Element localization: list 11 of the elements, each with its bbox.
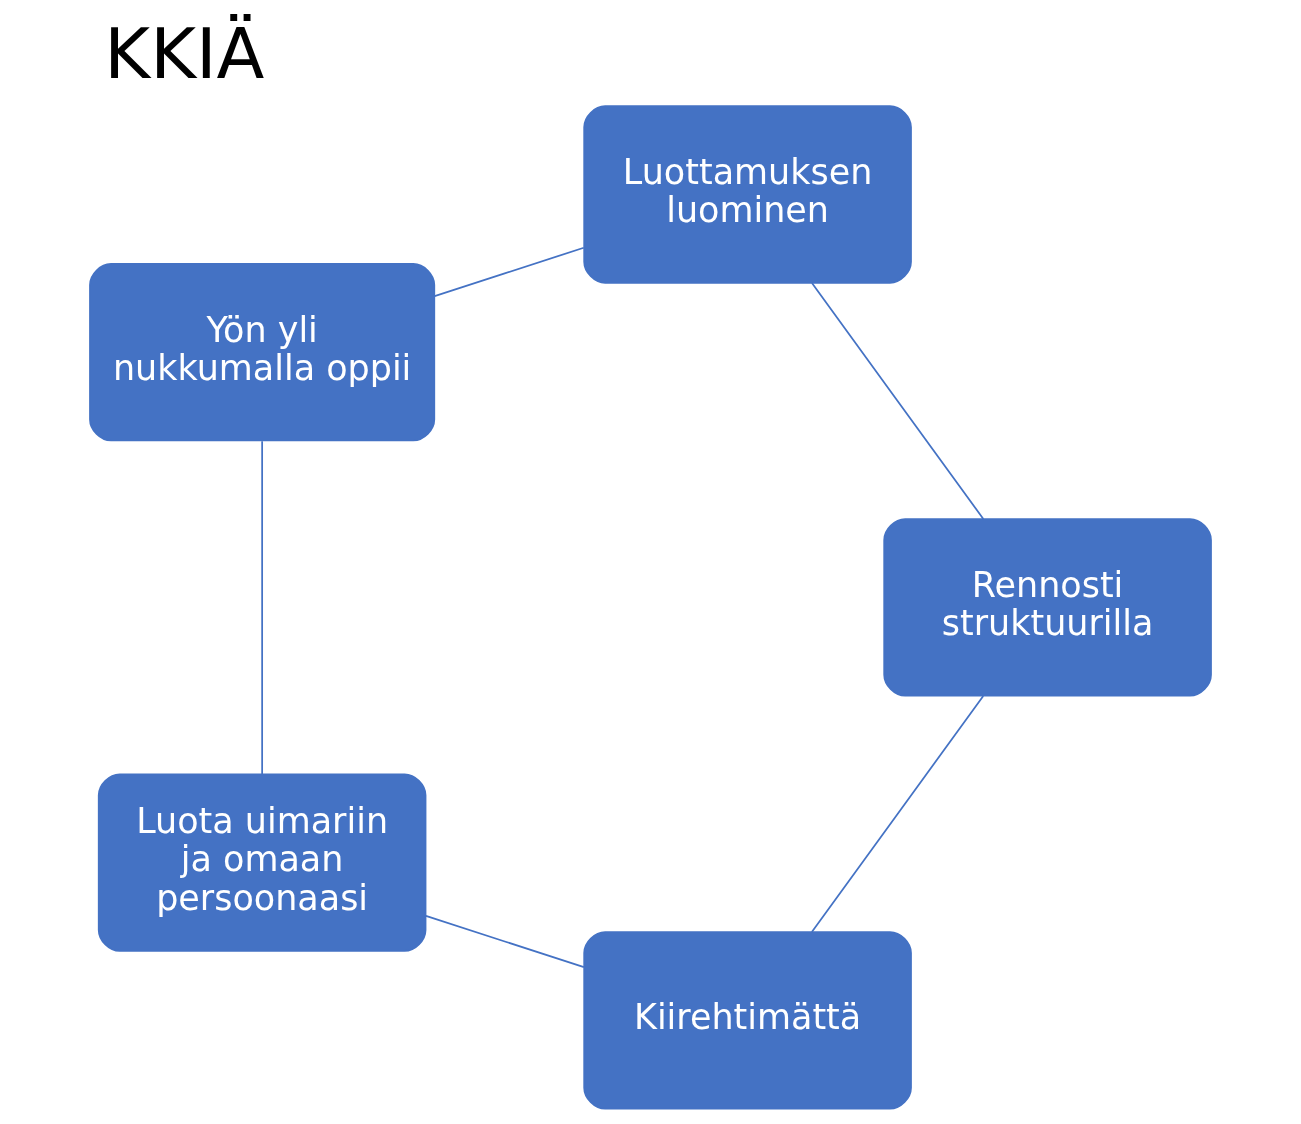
node-box: Luota uimariin ja omaan persoonaasi (97, 773, 427, 952)
node-box: Luottamuksen luominen (583, 105, 912, 284)
connector (810, 695, 985, 933)
node-box: Kiirehtimättä (583, 931, 912, 1110)
connector (261, 440, 263, 776)
diagram-title: KKIÄ (104, 13, 265, 95)
node-box: Yön yli nukkumalla oppii (89, 263, 436, 442)
connector (425, 915, 585, 969)
connector (433, 246, 585, 298)
connector (811, 282, 985, 520)
node-box: Rennosti struktuurilla (883, 518, 1212, 697)
